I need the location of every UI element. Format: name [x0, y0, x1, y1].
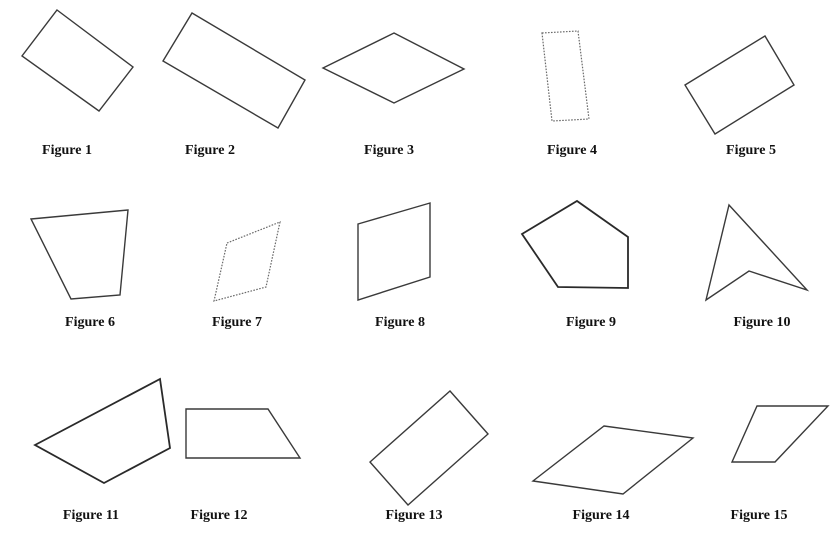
figure-2-label: Figure 2 — [185, 143, 235, 158]
figure-12: Figure 12 — [185, 408, 302, 523]
figure-7-shape — [213, 221, 281, 302]
figure-3: Figure 3 — [321, 32, 466, 158]
figure-4-label: Figure 4 — [547, 143, 597, 158]
figure-15: Figure 15 — [730, 405, 830, 523]
figure-12-shape — [185, 408, 302, 459]
figure-1-label: Figure 1 — [42, 143, 92, 158]
figure-1-shape — [21, 9, 134, 112]
figure-6-shape — [29, 209, 129, 300]
figure-13-shape — [369, 390, 489, 506]
figure-5-shape — [684, 35, 795, 135]
figure-15-label: Figure 15 — [731, 508, 788, 523]
figure-9-label: Figure 9 — [566, 315, 616, 330]
figure-7-label: Figure 7 — [212, 315, 262, 330]
figure-10: Figure 10 — [704, 203, 810, 330]
figure-15-shape — [730, 405, 830, 463]
figure-13-label: Figure 13 — [386, 508, 443, 523]
figure-4-shape — [541, 30, 590, 122]
figure-14-label: Figure 14 — [573, 508, 630, 523]
figure-3-shape — [321, 32, 466, 104]
figure-8-label: Figure 8 — [375, 315, 425, 330]
figure-11-label: Figure 11 — [63, 508, 119, 523]
figure-2: Figure 2 — [162, 12, 306, 158]
figure-8-shape — [357, 202, 431, 301]
figure-9: Figure 9 — [520, 199, 629, 330]
figure-14: Figure 14 — [531, 425, 695, 523]
figure-10-shape — [704, 203, 810, 302]
figure-3-label: Figure 3 — [364, 143, 414, 158]
figure-5: Figure 5 — [684, 35, 795, 158]
figure-11: Figure 11 — [33, 377, 171, 523]
figure-5-label: Figure 5 — [726, 143, 776, 158]
figure-10-label: Figure 10 — [734, 315, 791, 330]
figure-1: Figure 1 — [21, 9, 134, 158]
figure-4: Figure 4 — [541, 30, 597, 158]
figure-7: Figure 7 — [212, 221, 281, 330]
figure-8: Figure 8 — [357, 202, 431, 330]
figure-13: Figure 13 — [369, 390, 489, 523]
figure-11-shape — [33, 377, 171, 485]
figure-12-label: Figure 12 — [191, 508, 248, 523]
figure-9-shape — [520, 199, 629, 289]
figure-2-shape — [162, 12, 306, 129]
figure-6-label: Figure 6 — [65, 315, 115, 330]
figure-14-shape — [531, 425, 695, 495]
figure-6: Figure 6 — [29, 209, 129, 330]
